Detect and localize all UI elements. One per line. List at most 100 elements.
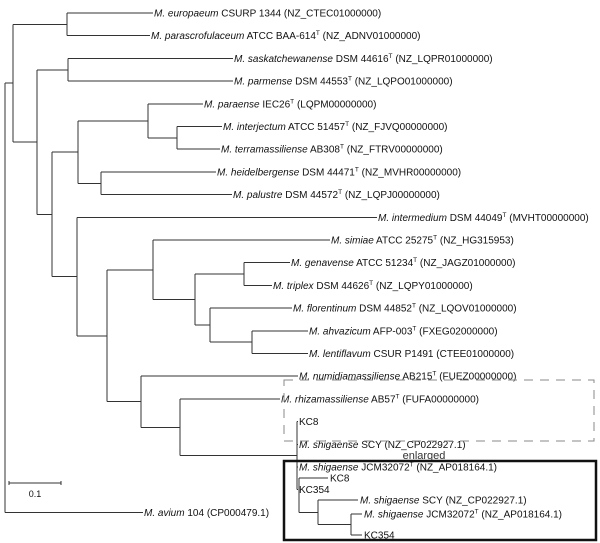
taxon-strain: JCM32072: [361, 463, 410, 474]
taxon-species: M. simiae: [331, 236, 374, 247]
taxon-label: M. lentiflavum CSUR P1491 (CTEE01000000): [309, 349, 514, 360]
taxon-strain: DSM 44852: [359, 304, 412, 315]
taxon-label: KC354: [299, 485, 330, 496]
type-strain-mark: T: [316, 30, 320, 37]
taxon-label: M. ahvazicum AFP-003T (FXEG02000000): [309, 322, 498, 337]
taxon-label: M. shigaense JCM32072T (NZ_AP018164.1): [299, 459, 497, 474]
taxon-accession: (LQPM00000000): [297, 99, 377, 110]
taxon-species: M. shigaense: [299, 440, 359, 451]
taxon-strain: SCY: [361, 440, 382, 451]
taxon-species: M. parascrofulaceum: [151, 31, 244, 42]
taxon-strain: KC354: [364, 531, 395, 542]
taxon-label: M. rhizamassiliense AB57T (FUFA00000000): [281, 390, 479, 405]
taxon-strain: AB57: [371, 394, 396, 405]
type-strain-mark: T: [412, 303, 416, 310]
taxon-strain: ATCC 25275: [376, 236, 434, 247]
taxon-species: M. palustre: [233, 190, 283, 201]
enlarged-label: enlarged: [403, 450, 446, 462]
taxon-species: M. florentinum: [293, 304, 356, 315]
taxon-accession: (NZ_LQPO01000000): [355, 77, 453, 88]
taxon-label: KC354: [364, 531, 395, 542]
taxon-label: M. avium 104 (CP000479.1): [144, 508, 269, 519]
taxon-label: M. interjectum ATCC 51457T (NZ_FJVQ00000…: [223, 118, 447, 133]
tree-branches: [4, 12, 377, 513]
enlarged-region-box: [283, 379, 595, 442]
taxon-label: M. genavense ATCC 51234T (NZ_JAGZ0100000…: [291, 254, 516, 269]
taxon-accession: (FUFA00000000): [402, 394, 479, 405]
taxon-strain: AB215: [402, 372, 432, 383]
taxon-strain: KC354: [299, 485, 330, 496]
type-strain-mark: T: [412, 325, 416, 332]
taxon-accession: (NZ_LQPJ00000000): [345, 190, 440, 201]
taxon-strain: KC8: [330, 474, 350, 485]
tree-labels: M. europaeum CSURP 1344 (NZ_CTEC01000000…: [144, 9, 589, 519]
taxon-strain: DSM 44553: [295, 77, 348, 88]
type-strain-mark: T: [432, 371, 436, 378]
type-strain-mark: T: [290, 98, 294, 105]
taxon-accession: (MVHT00000000): [509, 213, 588, 224]
type-strain-mark: T: [389, 53, 393, 60]
taxon-label: M. numidiamassiliense AB215T (FUEZ000000…: [299, 368, 516, 383]
taxon-strain: ATCC 51234: [356, 258, 414, 269]
taxon-strain: SCY: [422, 496, 443, 507]
taxon-species: M. avium: [144, 508, 185, 519]
taxon-strain: DSM 44049: [450, 213, 503, 224]
type-strain-mark: T: [475, 509, 479, 516]
taxon-species: M. genavense: [291, 258, 354, 269]
taxon-strain: IEC26: [262, 99, 290, 110]
taxon-strain: AB308: [310, 145, 340, 156]
type-strain-mark: T: [340, 144, 344, 151]
taxon-strain: CSUR P1491: [373, 349, 433, 360]
scale-bar-label: 0.1: [29, 489, 42, 499]
taxon-species: M. rhizamassiliense: [281, 394, 369, 405]
taxon-label: M. heidelbergense DSM 44471T (NZ_MVHR000…: [217, 163, 461, 178]
taxon-strain: ATCC BAA-614: [247, 31, 317, 42]
taxon-accession: (NZ_HG315953): [440, 236, 514, 247]
taxon-species: M. shigaense: [360, 496, 420, 507]
type-strain-mark: T: [369, 280, 373, 287]
taxon-species: M. shigaense: [364, 510, 424, 521]
type-strain-mark: T: [433, 235, 437, 242]
taxon-species: M. numidiamassiliense: [299, 372, 401, 383]
taxon-accession: (NZ_FTRV00000000): [347, 145, 443, 156]
taxon-species: M. europaeum: [154, 9, 218, 20]
type-strain-mark: T: [348, 76, 352, 83]
taxon-label: M. triplex DSM 44626T (NZ_LQPY01000000): [273, 277, 473, 292]
taxon-label: M. shigaense JCM32072T (NZ_AP018164.1): [364, 506, 562, 521]
taxon-accession: (FXEG02000000): [419, 326, 497, 337]
taxon-strain: DSM 44471: [302, 167, 355, 178]
taxon-species: M. terramassiliense: [221, 145, 308, 156]
taxon-label: M. saskatchewanense DSM 44616T (NZ_LQPR0…: [234, 50, 493, 65]
type-strain-mark: T: [345, 121, 349, 128]
type-strain-mark: T: [410, 462, 414, 469]
taxon-species: M. shigaense: [299, 463, 359, 474]
taxon-accession: (NZ_LQPR01000000): [395, 54, 492, 65]
taxon-accession: (CTEE01000000): [436, 349, 514, 360]
taxon-species: M. intermedium: [378, 213, 447, 224]
taxon-strain: CSURP 1344: [221, 9, 281, 20]
taxon-accession: (NZ_MVHR00000000): [362, 167, 462, 178]
taxon-species: M. lentiflavum: [309, 349, 371, 360]
taxon-strain: JCM32072: [426, 510, 475, 521]
taxon-accession: (NZ_AP018164.1): [416, 463, 497, 474]
taxon-strain: 104: [187, 508, 204, 519]
taxon-label: M. intermedium DSM 44049T (MVHT00000000): [378, 209, 589, 224]
taxon-label: M. shigaense SCY (NZ_CP022927.1): [360, 496, 527, 507]
taxon-label: M. parmense DSM 44553T (NZ_LQPO01000000): [234, 73, 453, 88]
taxon-strain: DSM 44616: [336, 54, 389, 65]
taxon-accession: (NZ_LQPY01000000): [376, 281, 473, 292]
taxon-species: M. paraense: [204, 99, 260, 110]
taxon-species: M. heidelbergense: [217, 167, 300, 178]
taxon-label: M. europaeum CSURP 1344 (NZ_CTEC01000000…: [154, 9, 381, 20]
taxon-species: M. triplex: [273, 281, 315, 292]
taxon-label: M. shigaense SCY (NZ_CP022927.1): [299, 440, 466, 451]
taxon-strain: DSM 44572: [285, 190, 338, 201]
taxon-accession: (NZ_LQOV01000000): [419, 304, 517, 315]
type-strain-mark: T: [338, 189, 342, 196]
taxon-accession: (NZ_CP022927.1): [384, 440, 465, 451]
taxon-accession: (NZ_JAGZ01000000): [420, 258, 516, 269]
taxon-species: M. interjectum: [223, 122, 286, 133]
